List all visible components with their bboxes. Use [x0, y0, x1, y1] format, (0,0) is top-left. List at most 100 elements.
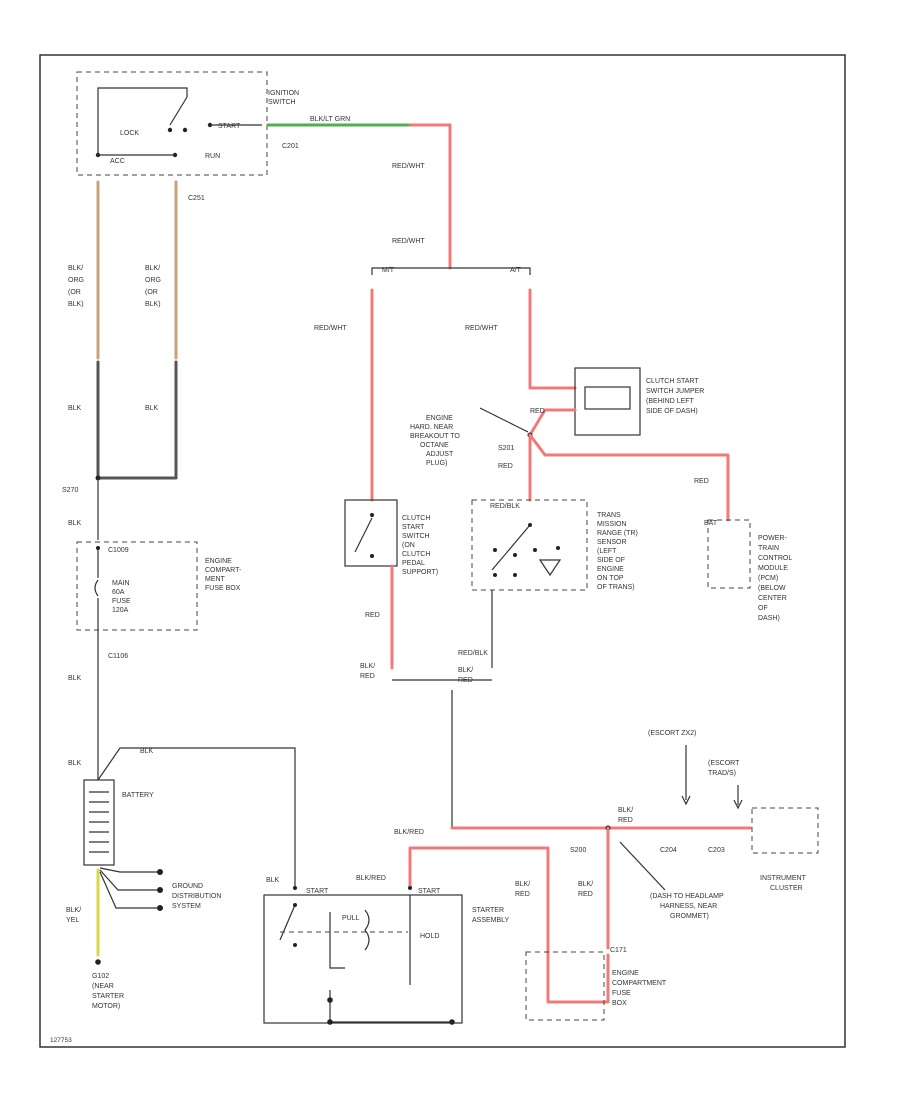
c203-label: C203	[708, 847, 725, 854]
blk-yel-1: BLK/	[66, 907, 81, 914]
svg-text:SYSTEM: SYSTEM	[172, 903, 201, 910]
run-label: RUN	[205, 153, 220, 160]
svg-text:BLK): BLK)	[68, 301, 84, 308]
dash-note-label: (DASH TO HEADLAMP HARNESS, NEAR GROMMET)	[650, 893, 724, 920]
svg-text:OF: OF	[758, 605, 768, 612]
ignition-switch-label-2: SWITCH	[268, 99, 296, 106]
acc-label: ACC	[110, 158, 125, 165]
svg-text:ORG: ORG	[145, 277, 161, 284]
svg-text:ENGINE: ENGINE	[597, 566, 624, 573]
svg-text:ADJUST: ADJUST	[426, 451, 454, 458]
escort-zx2-label: (ESCORT ZX2)	[648, 730, 696, 737]
svg-text:BLK/: BLK/	[360, 663, 375, 670]
bat-label: BAT	[704, 520, 718, 527]
pull-label: PULL	[342, 915, 360, 922]
svg-text:ENGINE: ENGINE	[612, 970, 639, 977]
starter-assembly: BLK START START PULL HOLD STARTER ASSEMB…	[263, 877, 510, 1025]
blk-yel-2: YEL	[66, 917, 79, 924]
ignition-switch-label-1: IGNITION	[268, 90, 299, 97]
svg-text:DASH): DASH)	[758, 615, 780, 622]
clutch-start-jumper: CLUTCH START SWITCH JUMPER (BEHIND LEFT …	[574, 367, 704, 436]
escort-trad-label: (ESCORT TRAD/S)	[708, 760, 740, 777]
blk-red-v2: BLK/ RED	[578, 881, 593, 898]
svg-text:CLUTCH START: CLUTCH START	[646, 378, 699, 385]
svg-text:POWER-: POWER-	[758, 535, 787, 542]
svg-text:PEDAL: PEDAL	[402, 560, 425, 567]
c1009-label: C1009	[108, 547, 129, 554]
svg-text:FUSE: FUSE	[112, 598, 131, 605]
start-s-label: START	[306, 888, 329, 895]
engine-hard-near-label: ENGINE HARD. NEAR BREAKOUT TO OCTANE ADJ…	[410, 415, 460, 467]
svg-text:TRANS: TRANS	[597, 512, 621, 519]
red-blk-label-2: RED/BLK	[458, 650, 488, 657]
blk-label-left: BLK	[68, 405, 82, 412]
svg-text:BLK/: BLK/	[618, 807, 633, 814]
svg-text:ENGINE: ENGINE	[426, 415, 453, 422]
svg-text:RED: RED	[360, 673, 375, 680]
svg-text:PLUG): PLUG)	[426, 460, 447, 467]
blk-starter-label: BLK	[266, 877, 280, 884]
c251-label: C251	[188, 195, 205, 202]
main-fuse-label: MAIN 60A FUSE 120A	[112, 580, 131, 614]
start-s-label-2: START	[418, 888, 441, 895]
trans-range-sensor: RED/BLK TRANS MISSION RANGE (TR) SENSOR …	[471, 499, 638, 591]
svg-text:RANGE (TR): RANGE (TR)	[597, 530, 638, 537]
svg-text:(ON: (ON	[402, 542, 415, 549]
c1106-label: C1106	[108, 653, 128, 660]
svg-text:RED: RED	[578, 891, 593, 898]
svg-text:CENTER: CENTER	[758, 595, 787, 602]
clutch-switch-label: CLUTCH START SWITCH (ON CLUTCH PEDAL SUP…	[402, 515, 438, 576]
svg-text:DISTRIBUTION: DISTRIBUTION	[172, 893, 221, 900]
svg-text:SIDE OF DASH): SIDE OF DASH)	[646, 408, 698, 415]
wire-blk-right	[96, 360, 178, 480]
c204-label: C204	[660, 847, 677, 854]
engine-fuse-box-bottom: C171 ENGINE COMPARTMENT FUSE BOX	[525, 947, 667, 1021]
blk-red-wire-label: BLK/RED	[394, 829, 424, 836]
svg-text:(NEAR: (NEAR	[92, 983, 114, 990]
svg-text:FUSE BOX: FUSE BOX	[205, 585, 241, 592]
redwht-label-3: RED/WHT	[314, 325, 347, 332]
c171-label: C171	[610, 947, 627, 954]
battery: BATTERY	[83, 779, 154, 866]
svg-text:BLK/: BLK/	[458, 667, 473, 674]
mt-at-split	[371, 267, 531, 275]
svg-text:HARD. NEAR: HARD. NEAR	[410, 424, 453, 431]
c201-label: C201	[282, 143, 299, 150]
svg-text:BLK/: BLK/	[515, 881, 530, 888]
blk-red-starter: BLK/ RED	[515, 881, 530, 898]
svg-text:CLUTCH: CLUTCH	[402, 515, 430, 522]
trans-range-label: TRANS MISSION RANGE (TR) SENSOR (LEFT SI…	[597, 512, 638, 591]
svg-text:OCTANE: OCTANE	[420, 442, 449, 449]
svg-text:BLK): BLK)	[145, 301, 161, 308]
svg-text:(DASH TO HEADLAMP: (DASH TO HEADLAMP	[650, 893, 724, 900]
ignition-switch: IGNITION SWITCH LOCK START ACC RUN C201	[76, 71, 299, 176]
red-label-clutch: RED	[365, 612, 380, 619]
wire-battery-to-starter	[97, 747, 296, 888]
svg-text:(OR: (OR	[145, 289, 158, 296]
blk-org-label-right: BLK/ ORG (OR BLK)	[145, 265, 161, 308]
svg-text:HARNESS, NEAR: HARNESS, NEAR	[660, 903, 717, 910]
svg-text:COMPART-: COMPART-	[205, 567, 242, 574]
svg-text:(BELOW: (BELOW	[758, 585, 786, 592]
svg-text:TRAD/S): TRAD/S)	[708, 770, 736, 777]
svg-text:TRAIN: TRAIN	[758, 545, 779, 552]
blk-label-right: BLK	[145, 405, 159, 412]
svg-text:G102: G102	[92, 973, 109, 980]
svg-text:MODULE: MODULE	[758, 565, 788, 572]
svg-text:FUSE: FUSE	[612, 990, 631, 997]
svg-text:SIDE OF: SIDE OF	[597, 557, 625, 564]
blk-label-battery: BLK	[68, 760, 82, 767]
diagram-id: 127753	[50, 1037, 72, 1044]
svg-text:STARTER: STARTER	[92, 993, 124, 1000]
wire-red-wht-top	[408, 123, 452, 270]
wire-red-jumper-return	[528, 408, 577, 437]
svg-text:(OR: (OR	[68, 289, 81, 296]
svg-text:SENSOR: SENSOR	[597, 539, 627, 546]
svg-text:MISSION: MISSION	[597, 521, 627, 528]
red-blk-label: RED/BLK	[490, 503, 520, 510]
svg-text:COMPARTMENT: COMPARTMENT	[612, 980, 667, 987]
svg-text:(LEFT: (LEFT	[597, 548, 617, 555]
instrument-cluster: INSTRUMENT CLUSTER	[751, 807, 819, 892]
svg-text:SUPPORT): SUPPORT)	[402, 569, 438, 576]
